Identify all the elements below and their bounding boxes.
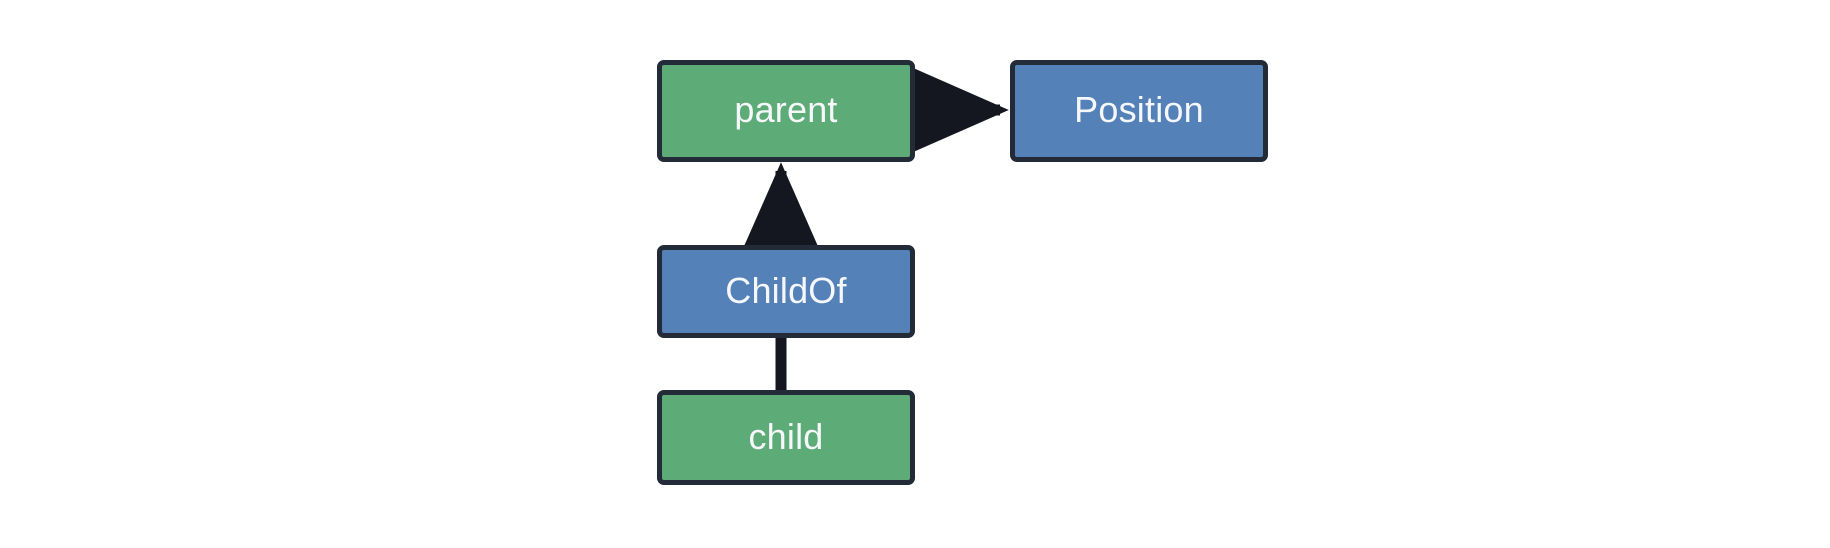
node-childof[interactable]: ChildOf [657, 245, 915, 338]
node-childof-label: ChildOf [725, 269, 847, 311]
node-position-label: Position [1074, 89, 1204, 130]
node-position[interactable]: Position [1010, 60, 1268, 162]
node-parent-label: parent [734, 89, 838, 130]
node-child[interactable]: child [657, 390, 915, 485]
node-parent[interactable]: parent [657, 60, 915, 162]
node-child-label: child [748, 415, 824, 457]
